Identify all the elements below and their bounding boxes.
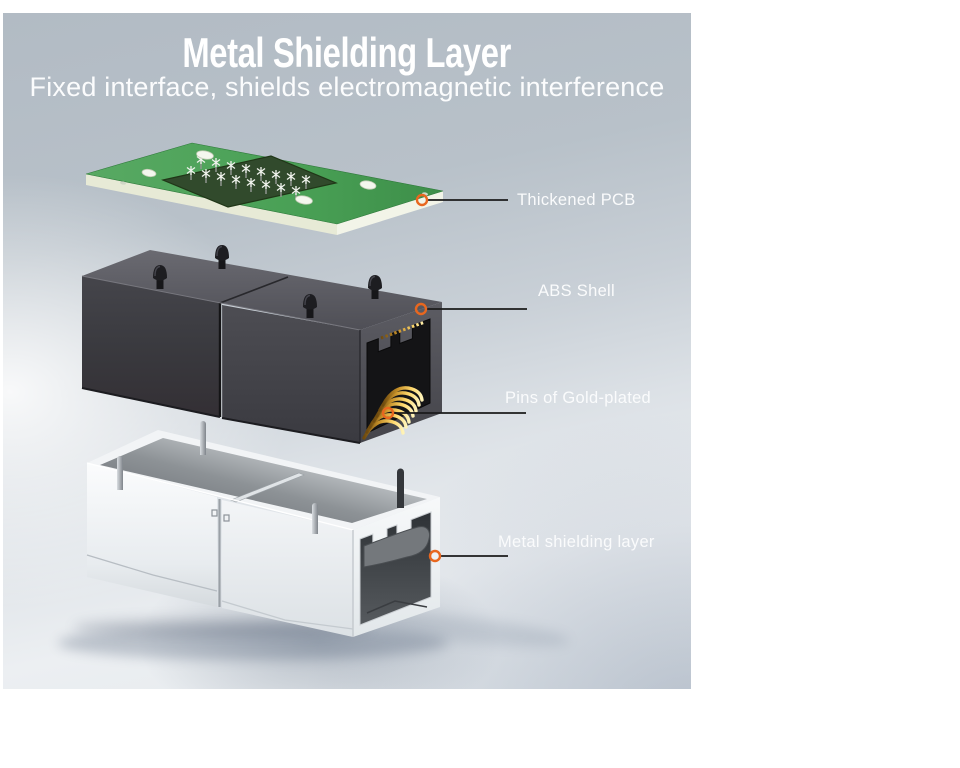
abs-front-right-face xyxy=(222,305,360,443)
shield-inner-latch xyxy=(363,526,430,568)
abs-shell-graphic xyxy=(81,244,442,444)
shield-divider xyxy=(230,472,305,503)
shield-inner-floor-line xyxy=(366,600,428,614)
callout-marker-gold-pins xyxy=(381,406,395,420)
socket-top-gold-contacts xyxy=(380,320,426,340)
title-row: Metal Shielding Layer xyxy=(3,31,691,75)
callout-marker-abs-shell xyxy=(414,302,428,316)
callout-label-abs-shell: ABS Shell xyxy=(538,282,615,300)
abs-top-face xyxy=(82,250,442,330)
shield-chamfer-etch-lines xyxy=(86,554,354,630)
pcb-mounting-holes xyxy=(141,150,377,205)
callout-shield xyxy=(428,549,508,563)
pcb-edge-front xyxy=(86,174,337,235)
abs-bottom-edges xyxy=(81,387,361,444)
callout-pcb xyxy=(415,193,508,207)
shield-front-left-face xyxy=(87,463,217,607)
abs-top-seam xyxy=(219,276,289,304)
abs-top-edge-highlight xyxy=(81,275,361,331)
callout-label-metal-shield: Metal shielding layer xyxy=(498,533,655,551)
shield-grounding-prongs xyxy=(117,421,405,534)
callout-marker-pcb xyxy=(415,193,429,207)
shield-seam-dimples xyxy=(211,509,230,522)
page-subtitle: Fixed interface, shields electromagnetic… xyxy=(29,72,665,102)
callout-label-gold-pins: Pins of Gold-plated xyxy=(505,389,652,407)
callout-lines xyxy=(381,193,527,563)
callout-abs-shell xyxy=(414,302,527,316)
shield-front-right-face xyxy=(222,500,353,637)
scene-background: Metal Shielding Layer Fixed interface, s… xyxy=(3,13,691,689)
callout-label-thickened-pcb: Thickened PCB xyxy=(517,191,636,209)
banner: Metal Shielding Layer Fixed interface, s… xyxy=(3,13,691,103)
shield-rim-highlight xyxy=(86,462,354,531)
shield-open-interior xyxy=(100,438,427,523)
abs-front-left-face xyxy=(82,276,220,417)
callout-gold-pins xyxy=(381,406,526,420)
page-title: Metal Shielding Layer xyxy=(182,29,512,76)
pcb-graphic xyxy=(85,142,444,235)
metal-shield-graphic xyxy=(86,421,440,637)
callout-marker-shield xyxy=(428,549,442,563)
exploded-view-illustration xyxy=(58,142,570,660)
